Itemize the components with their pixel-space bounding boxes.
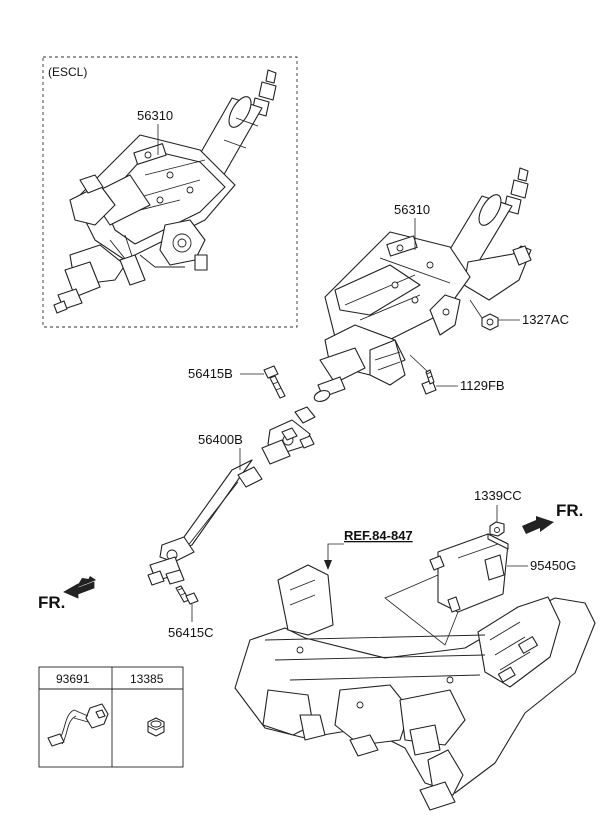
bolt-56415c — [175, 585, 199, 605]
label-56310-main: 56310 — [394, 202, 430, 217]
clip-13385 — [147, 717, 165, 737]
label-1129fb: 1129FB — [460, 378, 505, 393]
fr-arrow-right: FR. — [522, 501, 583, 534]
label-ref: REF.84-847 — [344, 528, 413, 543]
connector-harness-93691 — [47, 703, 109, 747]
cowl-crossmember — [234, 564, 596, 811]
escl-box: (ESCL) — [42, 56, 298, 328]
inset-header-13385: 13385 — [130, 672, 164, 686]
inset-parts-table: 93691 13385 — [38, 666, 184, 768]
nut-1339cc — [489, 521, 505, 537]
bolt-56415b — [263, 365, 286, 399]
label-56415b: 56415B — [188, 366, 233, 381]
intermediate-shaft — [147, 406, 316, 586]
bolt-1129fb — [421, 369, 437, 395]
label-56415c: 56415C — [168, 625, 214, 640]
escl-steering-column — [53, 69, 277, 314]
label-1339cc: 1339CC — [474, 488, 522, 503]
label-95450g: 95450G — [530, 558, 576, 573]
control-module-95450g — [429, 533, 509, 613]
inset-header-93691: 93691 — [56, 672, 90, 686]
fr-label-left: FR. — [38, 593, 65, 612]
nut-1327ac — [481, 313, 499, 331]
label-1327ac: 1327AC — [522, 312, 569, 327]
main-steering-column — [313, 167, 532, 402]
fr-label-right: FR. — [556, 501, 583, 520]
escl-box-label: (ESCL) — [48, 65, 87, 79]
fr-arrow-left: FR. — [38, 576, 96, 612]
label-56310-escl: 56310 — [137, 108, 173, 123]
label-56400b: 56400B — [198, 432, 243, 447]
